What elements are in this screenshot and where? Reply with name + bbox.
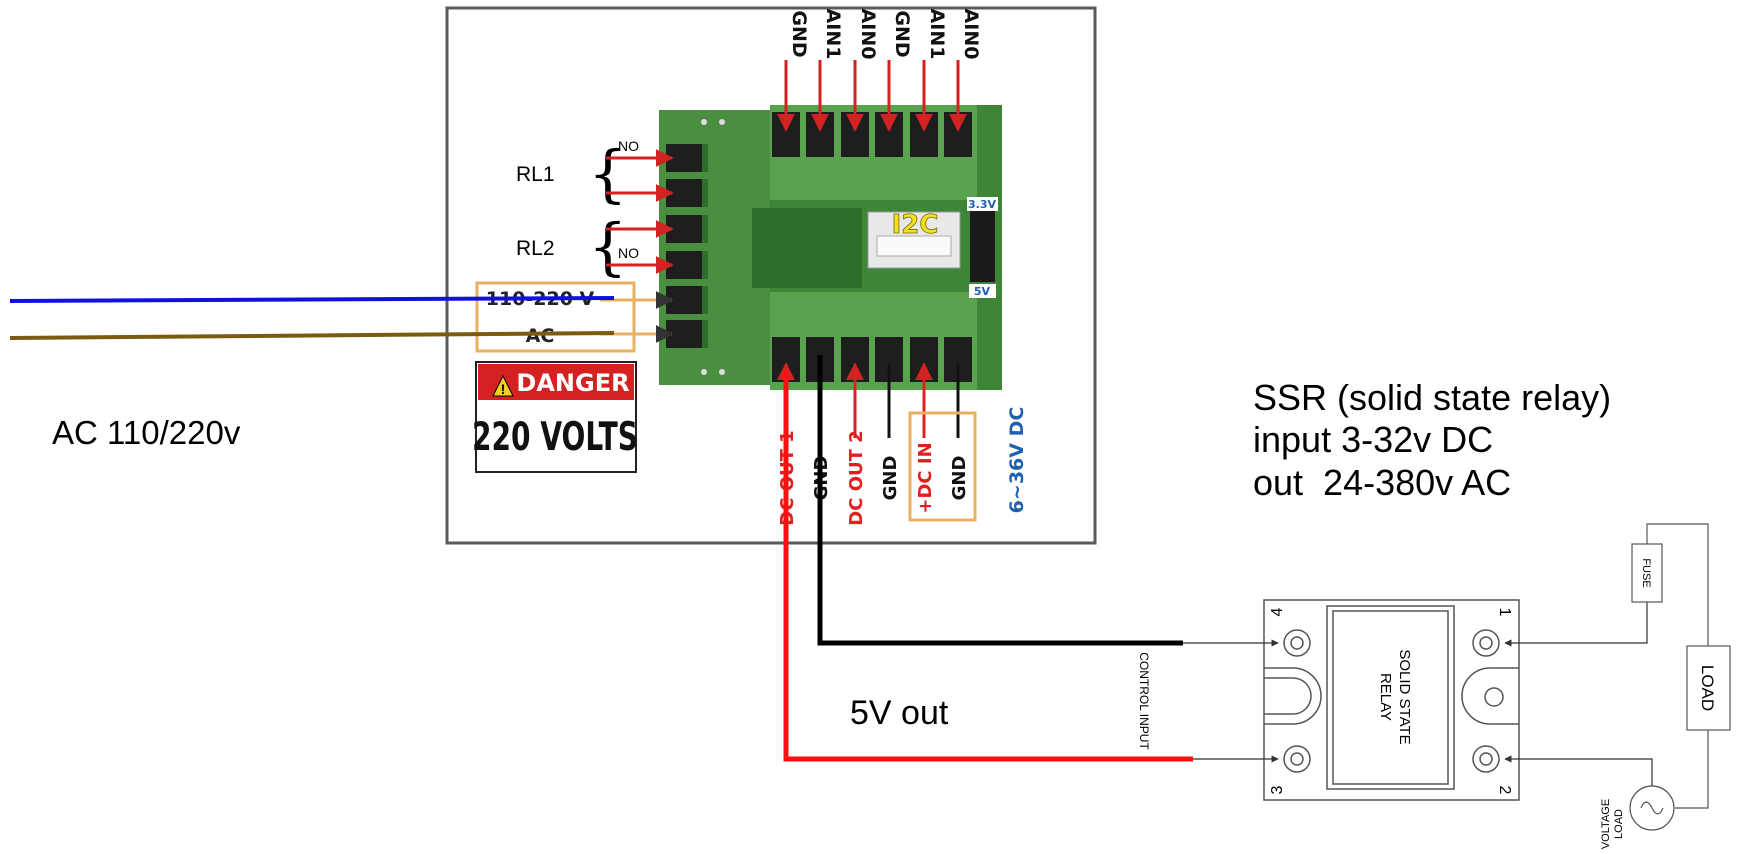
- rl2-brace-icon: {: [588, 210, 627, 283]
- terminal-latch: [702, 286, 708, 314]
- ssr-output-spec: out 24-380v AC: [1253, 462, 1511, 503]
- ssr-body-inner: [1332, 610, 1449, 785]
- ssr-input-spec: input 3-32v DC: [1253, 419, 1493, 460]
- rl2-label: RL2: [516, 237, 555, 260]
- no-label-2: NO: [618, 245, 639, 261]
- ssr-schematic: SOLID STATE RELAY 1 2 3 4 CONTROL INPUT …: [1137, 523, 1731, 849]
- ssr-mount-slot-right: [1461, 667, 1519, 725]
- load-wire-source: [1504, 755, 1653, 786]
- power-range-label: 6~36V DC: [1006, 407, 1028, 514]
- screw-hole: [719, 119, 725, 125]
- i2c-label: I2C: [892, 210, 939, 240]
- top-pin-label: AIN1: [822, 9, 844, 60]
- dc-in-highlight-box: [908, 411, 977, 522]
- terminal-3-label: 3: [1269, 785, 1286, 794]
- ac-input-label: AC 110/220v: [52, 414, 241, 451]
- gnd-wire-black: [817, 355, 1183, 646]
- ssr-terminal-4-inner: [1290, 636, 1304, 650]
- warning-icon: [492, 374, 514, 397]
- terminal-latch: [702, 179, 708, 207]
- ssr-mount-hole: [1484, 687, 1504, 707]
- rl1-brace-icon: {: [588, 137, 627, 210]
- warning-icon-mark: !: [501, 381, 506, 397]
- dc-out-wire-red: [783, 370, 1193, 762]
- voltage-jumper: [970, 210, 995, 282]
- load-wire-fuse: [1504, 601, 1648, 647]
- top-pin-label: GND: [891, 10, 913, 57]
- no-label-1: NO: [618, 138, 639, 154]
- terminal-latch: [702, 215, 708, 243]
- ssr-title: SSR (solid state relay): [1253, 377, 1611, 418]
- v33-label: 3.3V: [968, 198, 996, 211]
- top-pin-label: GND: [788, 10, 810, 57]
- ssr-terminal-2: [1472, 745, 1500, 773]
- danger-label: DANGER: [516, 369, 629, 397]
- fuse-box: [1631, 543, 1663, 603]
- top-pin-label: AIN1: [926, 9, 948, 60]
- v5-badge: [969, 284, 996, 298]
- ssr-terminal-4: [1283, 629, 1311, 657]
- ssr-body-line2: RELAY: [1377, 673, 1394, 721]
- ac-wire-blue: [9, 296, 615, 303]
- bottom-pin-label: DC OUT 2: [846, 430, 867, 525]
- top-terminals: GND AIN1 AIN0 GND AIN1 AIN0: [772, 9, 982, 157]
- load-box: [1686, 645, 1731, 731]
- ssr-terminal-1: [1472, 629, 1500, 657]
- terminal-latch: [702, 144, 708, 172]
- terminal-4-label: 4: [1269, 607, 1286, 616]
- load-label: LOAD: [1698, 665, 1717, 711]
- load-voltage-line1: LOAD: [1613, 809, 1625, 839]
- control-input-label: CONTROL INPUT: [1137, 652, 1151, 750]
- ssr-body-line1: SOLID STATE: [1396, 649, 1413, 744]
- bottom-pin-label: GND: [880, 456, 901, 501]
- fuse-label: FUSE: [1640, 558, 1652, 587]
- ssr-terminal-2-inner: [1479, 752, 1493, 766]
- screw-hole: [719, 369, 725, 375]
- v33-badge: [967, 197, 998, 211]
- load-wire-bottom: [1675, 730, 1709, 809]
- ssr-body: [1326, 605, 1455, 790]
- top-pin-label: AIN0: [960, 9, 982, 60]
- terminal-1-label: 1: [1496, 608, 1513, 617]
- terminal-2-label: 2: [1496, 786, 1513, 795]
- load-voltage-line2: VOLTAGE: [1600, 799, 1612, 849]
- top-terminal-block: [770, 105, 977, 200]
- bottom-pin-label: GND: [949, 456, 970, 501]
- terminal-latch: [702, 320, 708, 348]
- bottom-terminal-block: [770, 292, 977, 390]
- terminal-latch: [702, 251, 708, 279]
- ac-wire-brown: [9, 331, 615, 340]
- screw-hole: [701, 119, 707, 125]
- danger-volts: 220 VOLTS: [472, 414, 638, 460]
- rl1-label: RL1: [516, 163, 555, 186]
- ssr-terminal-3: [1283, 745, 1311, 773]
- ac-sine-icon: [1640, 801, 1664, 815]
- chip: [752, 208, 862, 288]
- five-v-out-label: 5V out: [850, 694, 949, 732]
- ac-highlight-box: [475, 281, 636, 353]
- i2c-connector-inner: [876, 235, 952, 257]
- ssr-terminal-3-inner: [1290, 752, 1304, 766]
- ssr-terminal-1-inner: [1479, 636, 1493, 650]
- screw-hole: [701, 369, 707, 375]
- ssr-mount-slot: [1264, 677, 1312, 715]
- ssr-mount-slot-outer: [1264, 667, 1322, 725]
- ac-label-line2: AC: [526, 325, 555, 347]
- top-pin-label: AIN0: [857, 9, 879, 60]
- bottom-pin-label: +DC IN: [915, 442, 936, 513]
- v5-label: 5V: [974, 285, 991, 298]
